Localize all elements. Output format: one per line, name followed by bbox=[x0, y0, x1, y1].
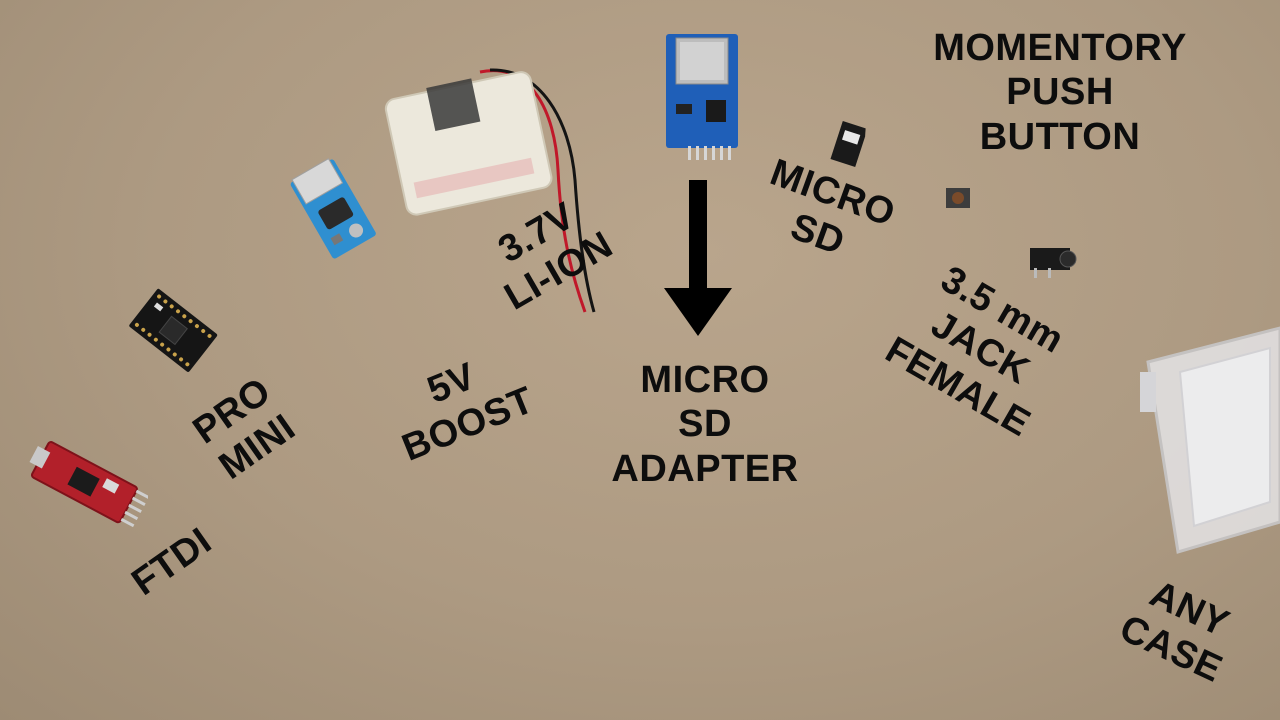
push-button-component bbox=[942, 184, 974, 212]
audio-jack-component bbox=[1024, 240, 1080, 280]
label-boost: 5V BOOST bbox=[396, 355, 540, 471]
boost-converter-board bbox=[280, 150, 390, 265]
down-arrow-icon bbox=[662, 180, 734, 340]
label-micro-sd: MICRO SD bbox=[764, 151, 901, 265]
ftdi-board bbox=[18, 440, 148, 560]
pro-mini-board bbox=[112, 272, 232, 392]
li-ion-battery bbox=[380, 50, 610, 320]
micro-sd-adapter-module bbox=[662, 32, 744, 162]
label-push-button: MOMENTORY PUSH BUTTON bbox=[933, 27, 1187, 158]
micro-sd-card bbox=[824, 118, 874, 170]
label-micro-sd-adapter: MICRO SD ADAPTER bbox=[611, 359, 799, 490]
clear-plastic-case bbox=[1130, 322, 1280, 562]
label-any-case: ANY CASE bbox=[1113, 572, 1236, 692]
